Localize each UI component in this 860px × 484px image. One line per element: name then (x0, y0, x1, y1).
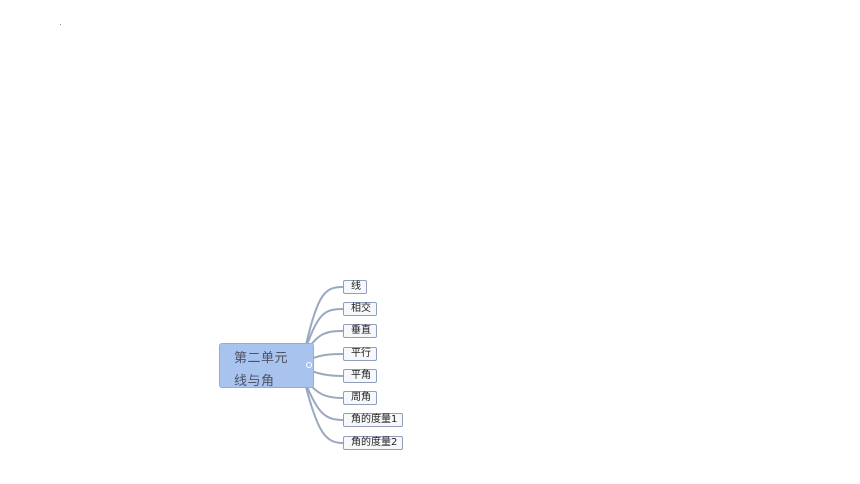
connector-2 (305, 308, 344, 349)
central-topic[interactable]: 第二单元 线与角 (219, 343, 314, 389)
branch-topic-straight-angle[interactable]: 平角 (343, 369, 377, 383)
central-topic-line2: 线与角 (234, 374, 275, 389)
branch-topic-angle-measure-2[interactable]: 角的度量2 (343, 436, 404, 450)
connector-8 (305, 386, 344, 444)
central-topic-line1: 第二单元 (234, 351, 289, 366)
branch-topic-line[interactable]: 线 (343, 280, 367, 294)
branch-topic-intersect[interactable]: 相交 (343, 302, 377, 316)
collapse-toggle-icon[interactable] (306, 362, 312, 368)
connector-7 (305, 383, 344, 421)
branch-topic-full-angle[interactable]: 周角 (343, 391, 377, 405)
branch-topic-angle-measure-1[interactable]: 角的度量1 (343, 413, 404, 427)
stray-dot (60, 24, 61, 25)
branch-topic-perpendicular[interactable]: 垂直 (343, 324, 377, 338)
branch-topic-parallel[interactable]: 平行 (343, 347, 377, 361)
connector-1 (305, 286, 344, 346)
